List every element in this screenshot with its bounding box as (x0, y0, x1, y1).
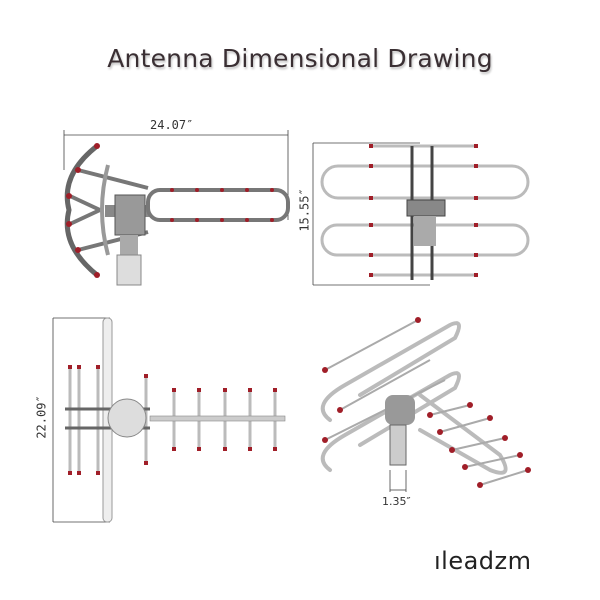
brand-logo: ıleadzm (434, 547, 532, 575)
page-title: Antenna Dimensional Drawing (107, 44, 493, 73)
top-view-drawing (63, 130, 290, 286)
side-view-drawing (52, 317, 286, 523)
front-view-drawing (312, 142, 530, 286)
front-view-height-dimension: 15.55″ (297, 188, 312, 232)
side-view-height-dimension: 22.09″ (34, 395, 49, 439)
isometric-view-drawing (320, 317, 531, 492)
iso-mast-dimension: 1.35″ (382, 495, 411, 508)
top-view-width-dimension: 24.07″ (150, 118, 194, 132)
